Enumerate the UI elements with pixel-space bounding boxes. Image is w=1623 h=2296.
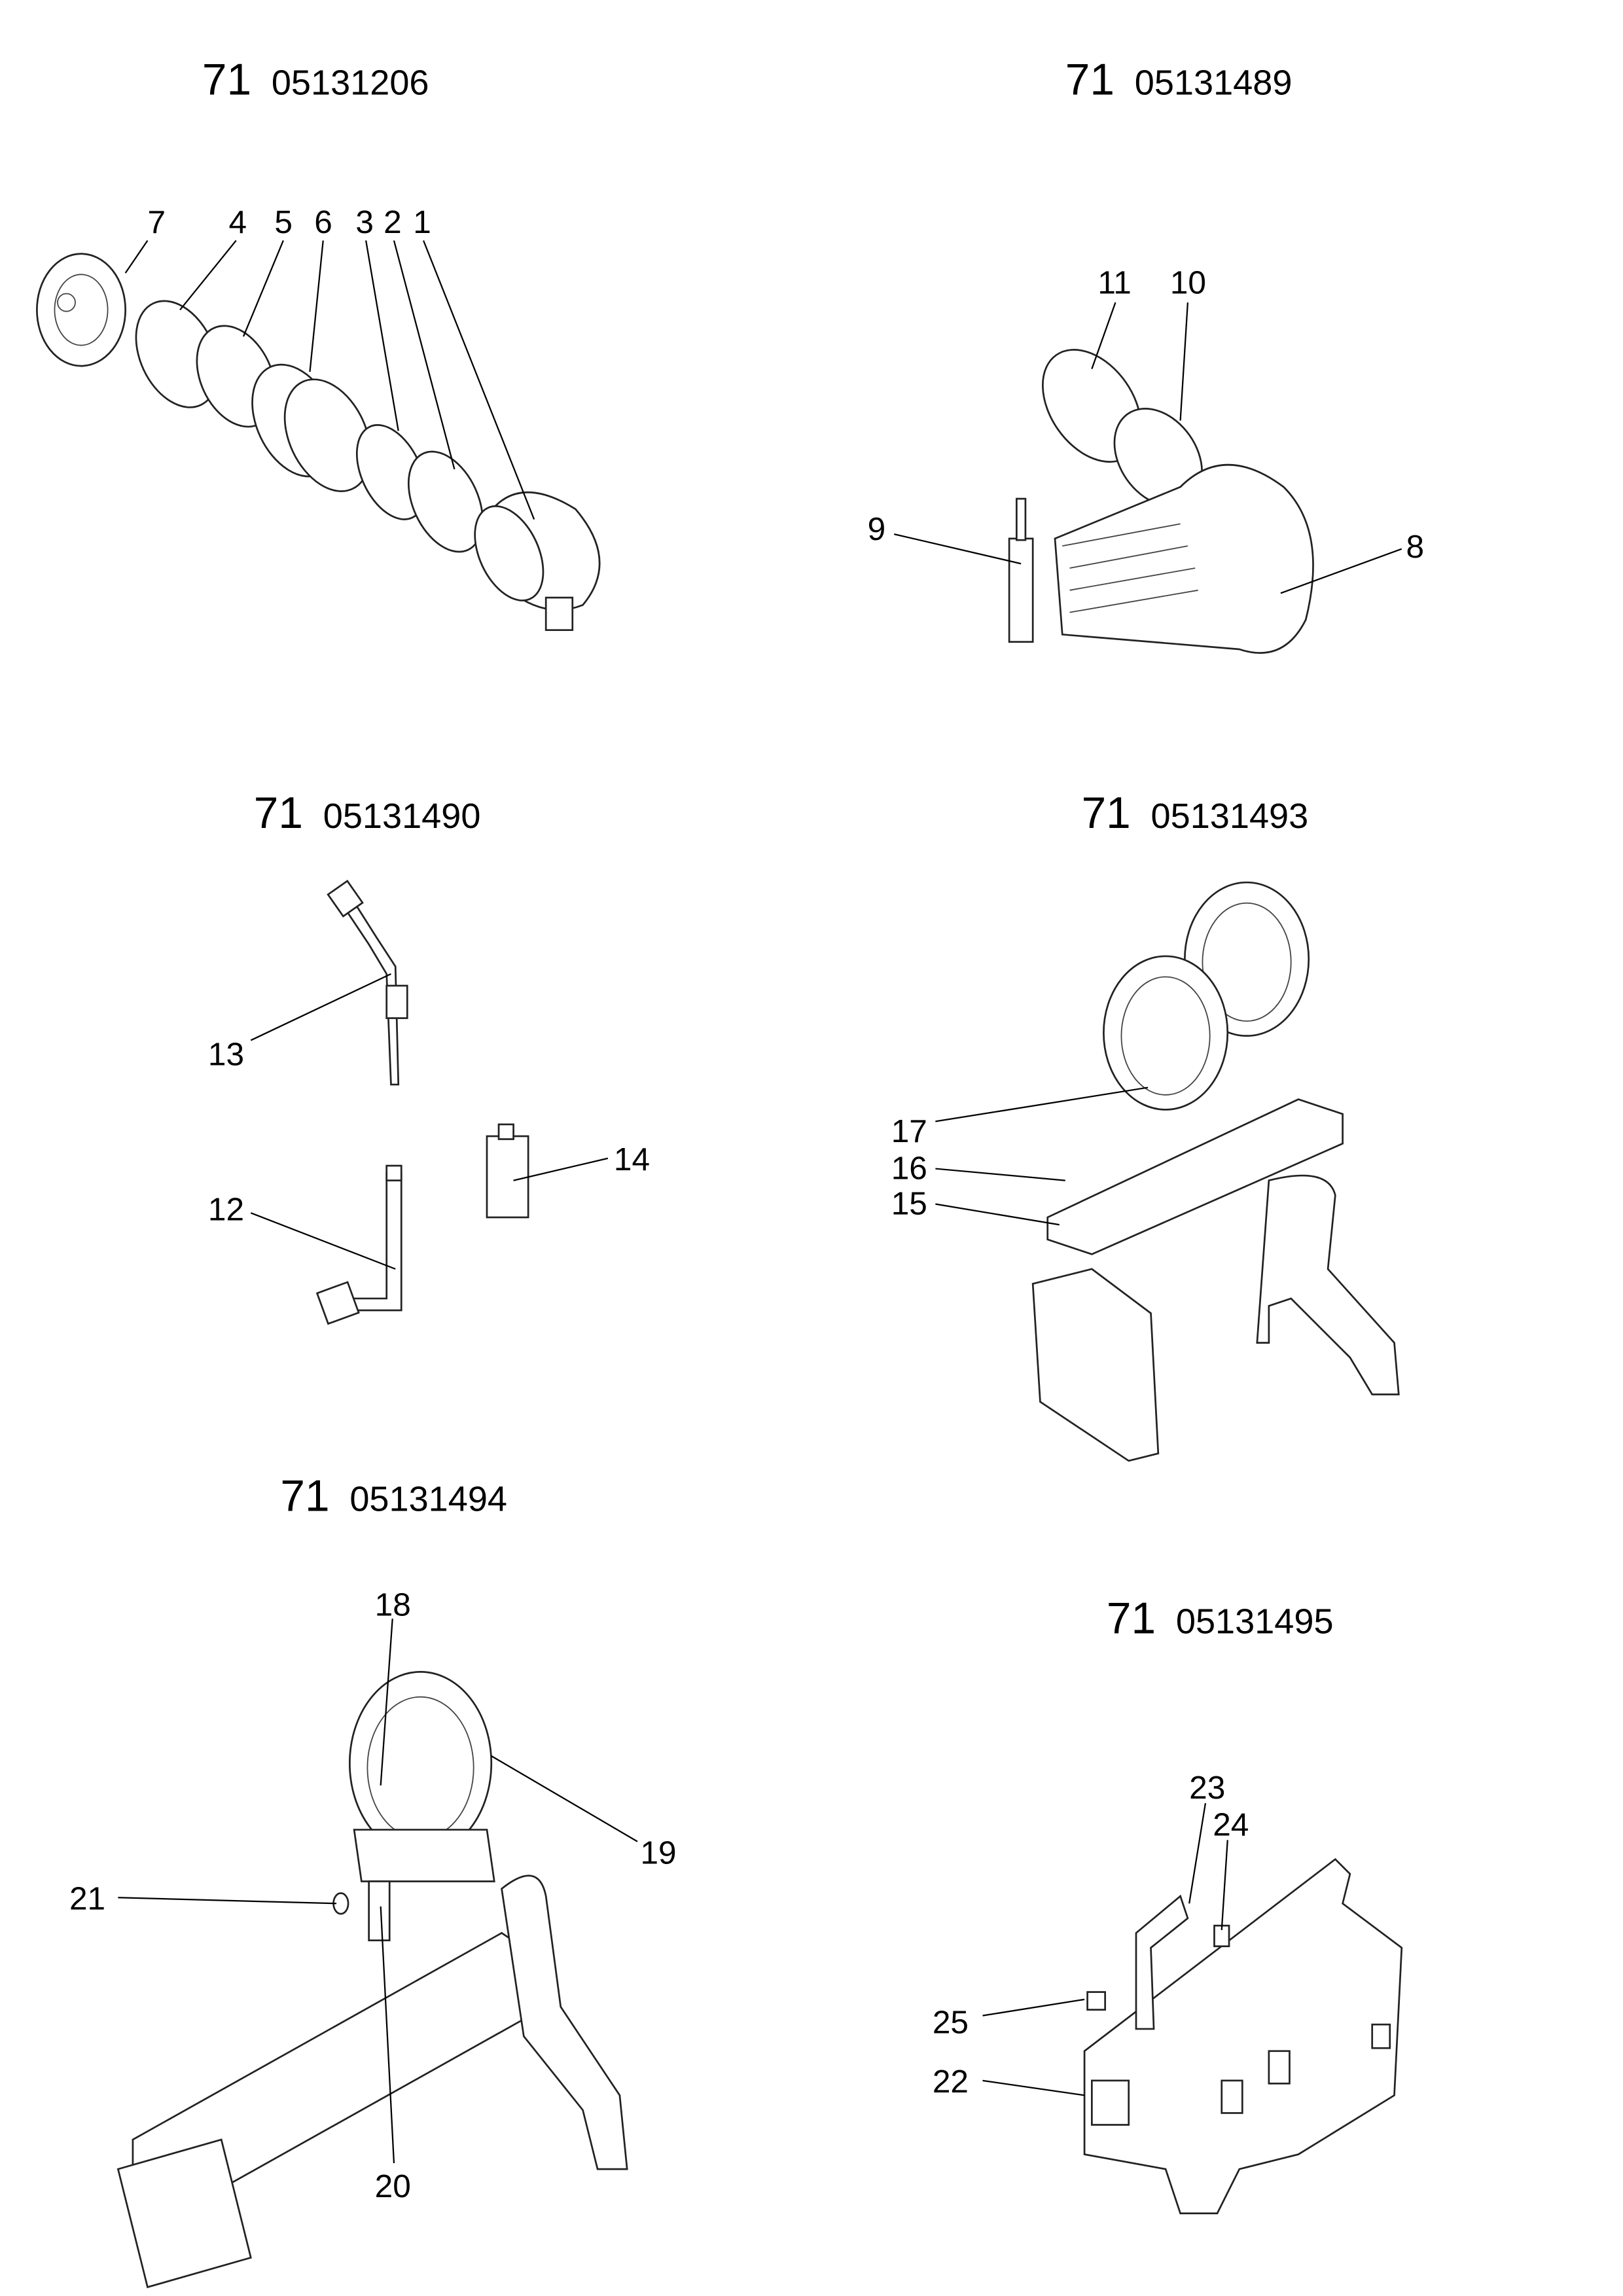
svg-text:11: 11 bbox=[1097, 264, 1131, 301]
svg-text:14: 14 bbox=[614, 1141, 650, 1177]
svg-text:1: 1 bbox=[413, 204, 431, 240]
callout-5: 5 bbox=[242, 204, 293, 337]
svg-text:4: 4 bbox=[228, 204, 247, 240]
svg-text:6: 6 bbox=[314, 204, 332, 240]
svg-text:17: 17 bbox=[891, 1113, 927, 1149]
group-part-number: 05131493 bbox=[1151, 797, 1309, 836]
svg-text:10: 10 bbox=[1170, 264, 1206, 301]
svg-text:5: 5 bbox=[274, 204, 293, 240]
pipes-sensor-drawing bbox=[315, 880, 529, 1325]
callout-1: 1 bbox=[413, 204, 535, 520]
callout-3: 3 bbox=[355, 204, 399, 431]
group-05131494: 71 05131494 18 19 21 20 bbox=[69, 1472, 677, 2289]
callout-6: 6 bbox=[309, 204, 332, 372]
group-05131489: 71 05131489 11 10 9 8 bbox=[868, 55, 1425, 654]
mounting-plate-drawing bbox=[1083, 1857, 1403, 2215]
callout-12: 12 bbox=[208, 1191, 396, 1270]
svg-text:21: 21 bbox=[69, 1880, 105, 1916]
callout-2: 2 bbox=[383, 204, 455, 470]
exhaust-assembly-drawing bbox=[36, 253, 601, 632]
callout-4: 4 bbox=[179, 204, 247, 311]
group-prefix: 71 bbox=[280, 1472, 329, 1521]
svg-text:25: 25 bbox=[933, 2004, 969, 2041]
svg-text:15: 15 bbox=[891, 1185, 927, 1221]
svg-text:16: 16 bbox=[891, 1149, 927, 1186]
group-part-number: 05131490 bbox=[323, 797, 481, 836]
svg-text:20: 20 bbox=[375, 2168, 411, 2204]
group-prefix: 71 bbox=[1107, 1594, 1156, 1643]
group-part-number: 05131495 bbox=[1176, 1602, 1334, 1641]
callout-19: 19 bbox=[491, 1755, 677, 1871]
callout-24: 24 bbox=[1213, 1806, 1249, 1930]
callout-8: 8 bbox=[1280, 528, 1425, 594]
callout-25: 25 bbox=[933, 1998, 1085, 2041]
svg-text:13: 13 bbox=[208, 1036, 244, 1073]
svg-text:8: 8 bbox=[1406, 528, 1425, 565]
callout-9: 9 bbox=[868, 511, 1022, 565]
callout-17: 17 bbox=[891, 1086, 1149, 1149]
group-prefix: 71 bbox=[202, 55, 251, 104]
support-frame-drawing bbox=[116, 1670, 628, 2289]
svg-text:22: 22 bbox=[933, 2063, 969, 2100]
svg-text:7: 7 bbox=[147, 204, 166, 240]
svg-text:24: 24 bbox=[1213, 1806, 1249, 1843]
callout-18: 18 bbox=[375, 1587, 411, 1786]
svg-text:23: 23 bbox=[1189, 1769, 1225, 1806]
svg-text:19: 19 bbox=[640, 1834, 676, 1871]
bellows-pipe-drawing bbox=[1008, 349, 1314, 654]
svg-text:9: 9 bbox=[868, 511, 886, 547]
svg-text:3: 3 bbox=[355, 204, 374, 240]
group-prefix: 71 bbox=[254, 789, 303, 838]
svg-text:2: 2 bbox=[383, 204, 402, 240]
bracket-assembly-drawing bbox=[1031, 881, 1400, 1462]
callout-10: 10 bbox=[1170, 264, 1206, 421]
group-part-number: 05131206 bbox=[272, 63, 429, 102]
group-05131493: 71 05131493 17 16 15 bbox=[891, 789, 1400, 1462]
callout-23: 23 bbox=[1188, 1769, 1225, 1904]
callout-14: 14 bbox=[513, 1141, 650, 1181]
group-part-number: 05131489 bbox=[1135, 63, 1293, 102]
group-05131206: 71 05131206 7 4 5 6 3 2 1 bbox=[36, 55, 601, 632]
callout-22: 22 bbox=[933, 2063, 1085, 2100]
callout-7: 7 bbox=[124, 204, 166, 274]
callout-16: 16 bbox=[891, 1149, 1065, 1186]
svg-text:12: 12 bbox=[208, 1191, 244, 1227]
callout-20: 20 bbox=[375, 1906, 411, 2204]
group-prefix: 71 bbox=[1065, 55, 1115, 104]
group-05131490: 71 05131490 13 12 14 bbox=[208, 789, 650, 1325]
callout-11: 11 bbox=[1091, 264, 1132, 370]
callout-15: 15 bbox=[891, 1185, 1060, 1226]
callout-13: 13 bbox=[208, 973, 391, 1073]
svg-text:18: 18 bbox=[375, 1587, 411, 1623]
group-05131495: 71 05131495 23 24 25 22 bbox=[933, 1594, 1403, 2215]
group-prefix: 71 bbox=[1082, 789, 1131, 838]
group-part-number: 05131494 bbox=[349, 1480, 507, 1519]
callout-21: 21 bbox=[69, 1880, 337, 1916]
